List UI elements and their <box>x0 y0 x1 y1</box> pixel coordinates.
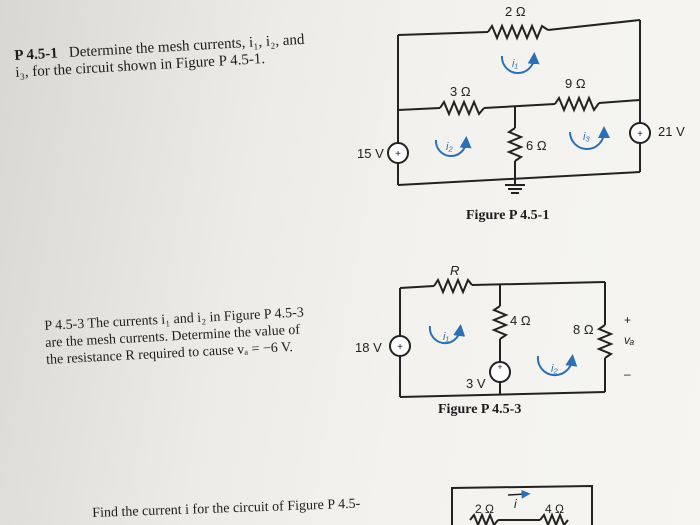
label5-r-right: 4 Ω <box>545 502 564 516</box>
mesh3-i2-arrow <box>536 354 578 377</box>
resistor-R <box>433 277 473 295</box>
resistor-6ohm <box>506 127 524 162</box>
figure-4-5-1 <box>387 19 651 194</box>
source-21v-plus-sign: + <box>637 129 643 140</box>
resistor-8ohm <box>596 324 614 359</box>
source-3v <box>489 361 511 383</box>
wire3-top-right <box>471 281 606 286</box>
ground-symbol <box>505 177 525 194</box>
wire-mid-right <box>598 99 641 104</box>
label3-r-right: 8 Ω <box>573 322 594 337</box>
label3-mesh-i2: i₂ <box>551 363 558 375</box>
source-21v-right <box>629 122 651 144</box>
mesh-i2-arrow <box>434 136 472 158</box>
label-src-right: 21 V <box>658 124 685 139</box>
resistor5-2ohm <box>469 512 499 525</box>
mesh3-i1-arrow <box>428 324 466 345</box>
wire-mid-center <box>483 103 556 109</box>
figure-4-5-5 <box>451 484 593 525</box>
label3-r-mid: 4 Ω <box>510 313 531 328</box>
label5-i: i <box>514 497 517 511</box>
resistor-3ohm <box>439 99 485 117</box>
label-src-left: 15 V <box>357 146 384 161</box>
current5-arrow <box>507 489 531 499</box>
label-r-mid: 6 Ω <box>526 138 547 153</box>
wire-top-right <box>547 19 641 31</box>
label3-src-left: 18 V <box>355 340 382 355</box>
source-15v-left <box>387 142 409 164</box>
source-15v-plus-sign: + <box>395 149 401 160</box>
source-3v-plus-sign: + <box>497 362 502 372</box>
resistor-4ohm <box>491 305 509 340</box>
wire3-bottom <box>399 391 606 398</box>
label-r-left: 3 Ω <box>450 84 471 99</box>
wire-bottom <box>397 171 641 186</box>
label-r-right: 9 Ω <box>565 76 586 91</box>
figure-4-5-1-caption: Figure P 4.5-1 <box>466 208 550 223</box>
source-18v-plus-sign: + <box>397 342 403 353</box>
label3-va: vₐ <box>624 333 634 347</box>
source-18v <box>389 335 411 357</box>
label3-va-plus: + <box>624 313 631 327</box>
wire3-top-left <box>399 285 435 289</box>
resistor-2ohm-top <box>487 23 549 41</box>
resistor-9ohm <box>554 95 600 113</box>
figure-4-5-3 <box>389 277 614 398</box>
wire-mid-left <box>397 107 441 111</box>
label3-va-minus: – <box>624 367 631 381</box>
label3-src-mid: 3 V <box>466 376 486 391</box>
resistor5-4ohm <box>539 512 569 525</box>
mesh-i1-arrow <box>500 52 540 74</box>
label-mesh-i2: i₂ <box>446 141 453 153</box>
label3-r: R <box>450 263 459 278</box>
wire-top-left <box>397 31 489 36</box>
label3-mesh-i1: i₁ <box>443 331 449 343</box>
label5-r-left: 2 Ω <box>475 502 494 516</box>
label-r-top: 2 Ω <box>505 4 526 19</box>
figure-4-5-3-caption: Figure P 4.5-3 <box>438 402 522 417</box>
label-mesh-i1: i₁ <box>512 58 518 70</box>
mesh-arrows-fig3 <box>428 324 578 377</box>
wire5-frame <box>451 484 593 525</box>
label-mesh-i3: i₃ <box>583 131 590 143</box>
mesh-arrows-fig1 <box>434 52 610 158</box>
mesh-i3-arrow <box>569 126 610 150</box>
